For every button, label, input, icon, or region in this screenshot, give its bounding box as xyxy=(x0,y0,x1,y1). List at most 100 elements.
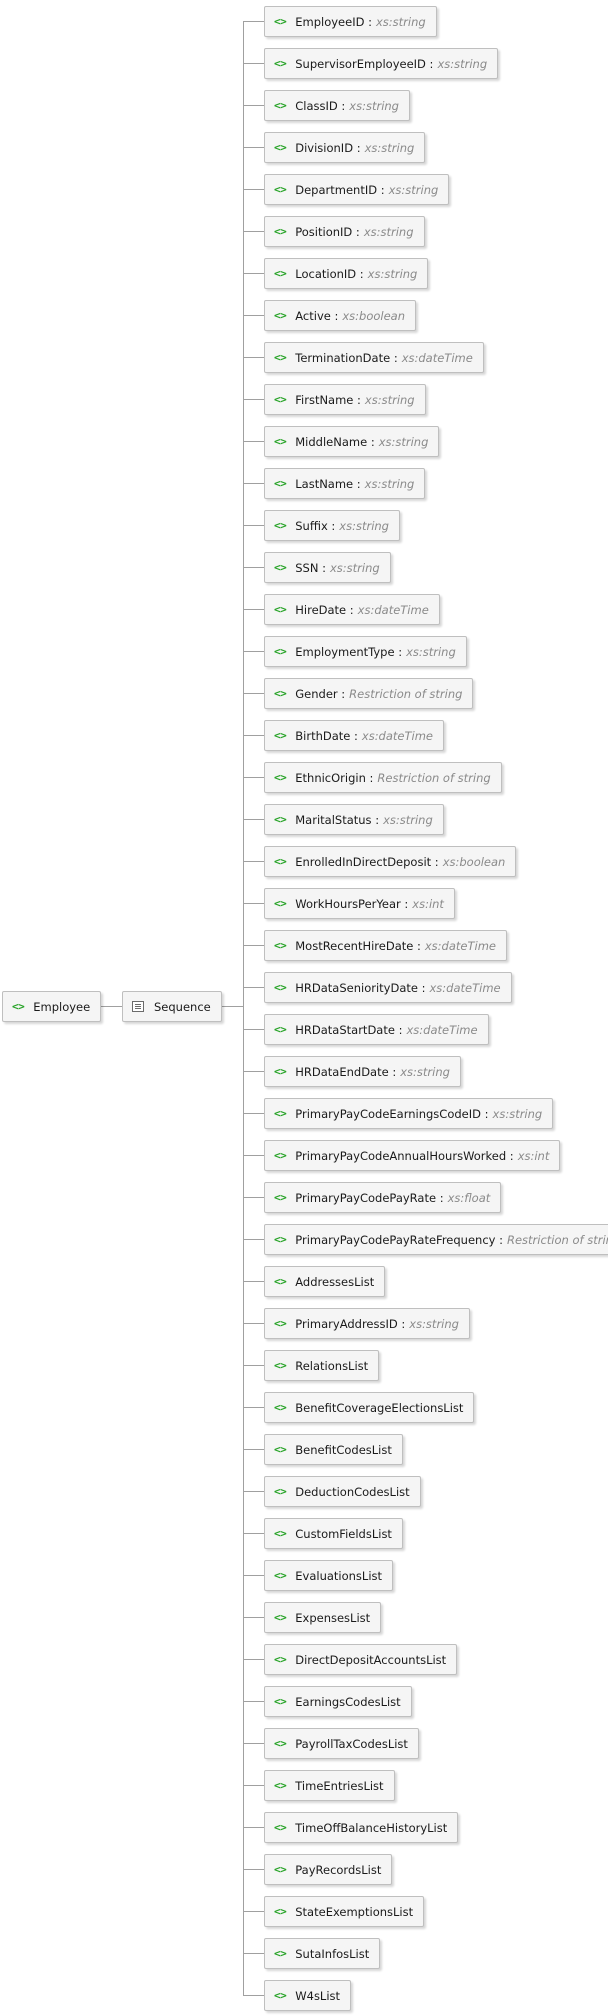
child-element[interactable]: <>MaritalStatus :xs:string xyxy=(264,804,444,835)
element-icon: <> xyxy=(274,393,287,406)
child-element[interactable]: <>W4sList xyxy=(264,1980,352,2011)
element-icon: <> xyxy=(274,981,287,994)
child-element[interactable]: <>LocationID :xs:string xyxy=(264,258,429,289)
type-separator: : xyxy=(352,224,360,239)
child-element[interactable]: <>Gender :Restriction of string xyxy=(264,678,474,709)
connector-branch xyxy=(243,1911,264,1912)
child-element[interactable]: <>Suffix :xs:string xyxy=(264,510,400,541)
child-element[interactable]: <>TimeOffBalanceHistoryList xyxy=(264,1812,459,1843)
child-element[interactable]: <>BenefitCoverageElectionsList xyxy=(264,1392,475,1423)
connector-branch xyxy=(243,357,264,358)
element-icon: <> xyxy=(274,1191,287,1204)
child-element[interactable]: <>BirthDate :xs:dateTime xyxy=(264,720,444,751)
child-element[interactable]: <>LastName :xs:string xyxy=(264,468,426,499)
child-element[interactable]: <>PrimaryPayCodeAnnualHoursWorked :xs:in… xyxy=(264,1140,561,1171)
element-name: EnrolledInDirectDeposit xyxy=(295,854,432,869)
element-icon: <> xyxy=(274,351,287,364)
child-element[interactable]: <>StateExemptionsList xyxy=(264,1896,425,1927)
connector-branch xyxy=(243,1449,264,1450)
element-name: SupervisorEmployeeID xyxy=(295,56,426,71)
type-separator: : xyxy=(425,56,434,71)
child-element[interactable]: <>Active :xs:boolean xyxy=(264,300,417,331)
child-element[interactable]: <>ExpensesList xyxy=(264,1602,382,1633)
element-icon: <> xyxy=(274,855,287,868)
child-element[interactable]: <>ClassID :xs:string xyxy=(264,90,410,121)
element-type: xs:dateTime xyxy=(429,980,501,995)
element-name: BirthDate xyxy=(295,728,351,743)
element-icon: <> xyxy=(274,1443,287,1456)
connector-branch xyxy=(243,1113,264,1114)
child-element[interactable]: <>HireDate :xs:dateTime xyxy=(264,594,440,625)
element-icon: <> xyxy=(274,1107,287,1120)
connector-root-sequence xyxy=(101,1006,122,1007)
element-icon: <> xyxy=(274,561,287,574)
child-element[interactable]: <>EarningsCodesList xyxy=(264,1686,412,1717)
connector-branch xyxy=(243,1785,264,1786)
child-element[interactable]: <>WorkHoursPerYear :xs:int xyxy=(264,888,455,919)
type-separator: : xyxy=(431,854,439,869)
child-element[interactable]: <>PrimaryAddressID :xs:string xyxy=(264,1308,470,1339)
child-element[interactable]: <>CustomFieldsList xyxy=(264,1518,403,1549)
child-element[interactable]: <>PrimaryPayCodePayRateFrequency :Restri… xyxy=(264,1224,608,1255)
child-element[interactable]: <>DivisionID :xs:string xyxy=(264,132,426,163)
type-separator: : xyxy=(330,308,339,323)
element-name: PositionID xyxy=(295,224,353,239)
child-element[interactable]: <>DirectDepositAccountsList xyxy=(264,1644,458,1675)
child-element[interactable]: <>FirstName :xs:string xyxy=(264,384,426,415)
child-element[interactable]: <>PositionID :xs:string xyxy=(264,216,425,247)
child-element[interactable]: <>SSN :xs:string xyxy=(264,552,391,583)
child-element[interactable]: <>TerminationDate :xs:dateTime xyxy=(264,342,484,373)
child-element[interactable]: <>PayRecordsList xyxy=(264,1854,393,1885)
element-type: Restriction of string xyxy=(506,1232,608,1247)
element-icon: <> xyxy=(274,15,287,28)
type-separator: : xyxy=(436,1190,444,1205)
element-type: xs:dateTime xyxy=(406,1022,478,1037)
child-element[interactable]: <>SupervisorEmployeeID :xs:string xyxy=(264,48,499,79)
child-element[interactable]: <>AddressesList xyxy=(264,1266,386,1297)
child-element[interactable]: <>DeductionCodesList xyxy=(264,1476,421,1507)
child-element[interactable]: <>EmployeeID :xs:string xyxy=(264,6,437,37)
type-separator: : xyxy=(353,476,361,491)
connector-branch xyxy=(243,1659,264,1660)
connector-trunk xyxy=(243,21,244,1996)
element-icon: <> xyxy=(274,603,287,616)
element-name: Gender xyxy=(295,686,338,701)
connector-branch xyxy=(243,1239,264,1240)
type-separator: : xyxy=(388,1064,397,1079)
child-element[interactable]: <>HRDataStartDate :xs:dateTime xyxy=(264,1014,489,1045)
element-type: xs:string xyxy=(383,812,433,827)
root-element-employee[interactable]: <> Employee xyxy=(2,991,102,1022)
element-name: PrimaryPayCodePayRate xyxy=(295,1190,437,1205)
child-element[interactable]: <>MiddleName :xs:string xyxy=(264,426,440,457)
element-name: ExpensesList xyxy=(295,1610,371,1625)
child-element[interactable]: <>PrimaryPayCodePayRate :xs:float xyxy=(264,1182,502,1213)
element-icon: <> xyxy=(274,1737,287,1750)
element-name: MaritalStatus xyxy=(295,812,372,827)
child-element[interactable]: <>RelationsList xyxy=(264,1350,380,1381)
connector-branch xyxy=(243,1071,264,1072)
child-element[interactable]: <>BenefitCodesList xyxy=(264,1434,403,1465)
connector-branch xyxy=(243,1155,264,1156)
element-icon: <> xyxy=(274,519,287,532)
child-element[interactable]: <>TimeEntriesList xyxy=(264,1770,395,1801)
child-element[interactable]: <>DepartmentID :xs:string xyxy=(264,174,450,205)
type-separator: : xyxy=(353,392,361,407)
child-element[interactable]: <>HRDataSeniorityDate :xs:dateTime xyxy=(264,972,512,1003)
connector-branch xyxy=(243,945,264,946)
child-element[interactable]: <>EvaluationsList xyxy=(264,1560,394,1591)
child-element[interactable]: <>EthnicOrigin :Restriction of string xyxy=(264,762,502,793)
child-element[interactable]: <>EnrolledInDirectDeposit :xs:boolean xyxy=(264,846,517,877)
child-element[interactable]: <>PrimaryPayCodeEarningsCodeID :xs:strin… xyxy=(264,1098,554,1129)
type-separator: : xyxy=(495,1232,503,1247)
child-element[interactable]: <>SutaInfosList xyxy=(264,1938,381,1969)
type-separator: : xyxy=(371,812,380,827)
child-element[interactable]: <>MostRecentHireDate :xs:dateTime xyxy=(264,930,507,961)
element-type: xs:string xyxy=(437,56,488,71)
child-element[interactable]: <>PayrollTaxCodesList xyxy=(264,1728,419,1759)
sequence-compositor[interactable]: Sequence xyxy=(122,991,222,1022)
child-element[interactable]: <>EmploymentType :xs:string xyxy=(264,636,467,667)
element-icon: <> xyxy=(274,729,287,742)
element-icon: <> xyxy=(274,1947,287,1960)
child-element[interactable]: <>HRDataEndDate :xs:string xyxy=(264,1056,461,1087)
element-icon: <> xyxy=(274,99,287,112)
